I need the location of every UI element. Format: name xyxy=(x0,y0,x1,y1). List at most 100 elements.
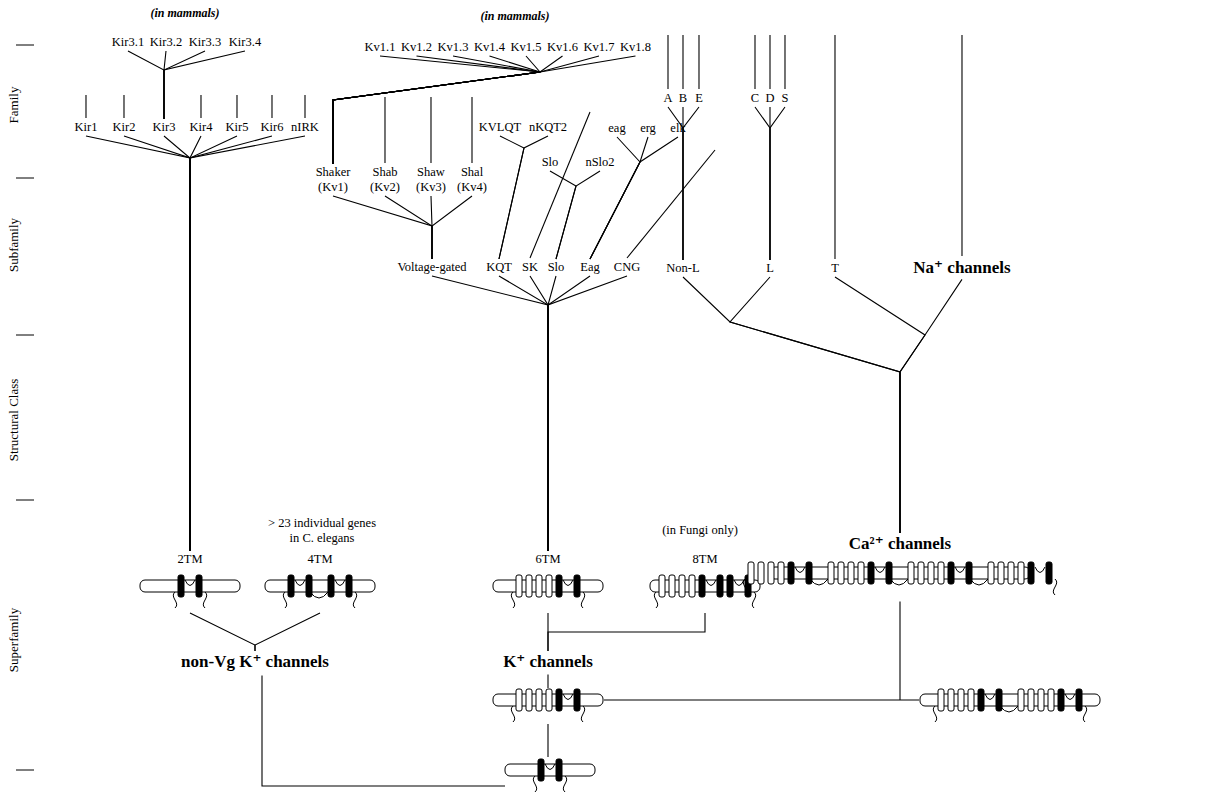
transmembrane-segment xyxy=(748,562,754,584)
tree-line xyxy=(385,196,432,259)
node-text: Kv1.4 xyxy=(474,40,505,55)
node-text: Kv1.3 xyxy=(438,40,469,55)
tree-line xyxy=(548,276,590,551)
transmembrane-segment xyxy=(948,689,954,711)
node-text: Ca²⁺ channels xyxy=(849,534,951,554)
gene-family-label: non-Vg K⁺ channels xyxy=(181,652,329,672)
node-text: T xyxy=(831,261,839,276)
terminal-tail xyxy=(1083,706,1086,722)
tree-line xyxy=(430,97,431,163)
gene-family-label: C xyxy=(751,91,759,106)
tree-line xyxy=(333,56,540,164)
annotation-label: in C. elegans xyxy=(290,531,355,546)
pore-loop xyxy=(335,580,345,586)
transmembrane-segment xyxy=(516,575,522,597)
tree-line xyxy=(682,35,683,89)
tree-line xyxy=(333,56,563,164)
node-text: Shab (Kv2) xyxy=(370,165,400,195)
tree-line xyxy=(548,276,556,551)
transmembrane-segment xyxy=(1028,562,1034,584)
pore-loop xyxy=(734,580,744,586)
transmembrane-segment xyxy=(516,689,522,711)
node-text: eag xyxy=(608,121,625,136)
tree-line xyxy=(432,196,472,259)
terminal-tail xyxy=(283,592,286,608)
gene-family-label: nKQT2 xyxy=(529,120,567,135)
gene-family-label: Non-L xyxy=(666,261,699,276)
node-text: D xyxy=(765,91,774,106)
gene-family-label: B xyxy=(679,91,687,106)
transmembrane-segment xyxy=(659,575,665,597)
transmembrane-segment xyxy=(556,689,562,711)
gene-family-label: Kv1.7 xyxy=(584,40,615,55)
tree-line xyxy=(755,107,770,260)
node-text: Non-L xyxy=(666,261,699,276)
transmembrane-segment xyxy=(556,575,562,597)
gene-family-label: KQT xyxy=(486,260,512,275)
tree-line xyxy=(471,97,472,163)
pore-loop xyxy=(955,567,965,573)
transmembrane-segment xyxy=(1076,689,1082,711)
axis-label: Family xyxy=(6,87,22,124)
gene-family-label: A xyxy=(663,91,672,106)
tree-line xyxy=(190,613,255,651)
transmembrane-segment xyxy=(958,689,964,711)
tree-line xyxy=(123,95,124,118)
pore-loop xyxy=(563,580,573,586)
transmembrane-segment xyxy=(727,575,733,597)
superfamily-k-icon xyxy=(493,689,603,722)
node-text: Kir3.3 xyxy=(189,35,221,50)
gene-family-label: Kir3.3 xyxy=(189,35,221,50)
tree-line xyxy=(190,136,201,551)
node-text: Kir4 xyxy=(190,120,213,135)
tree-line xyxy=(550,171,576,259)
tree-line xyxy=(304,95,305,118)
gene-family-label: eag xyxy=(608,121,625,136)
transmembrane-segment xyxy=(669,575,675,597)
tree-line xyxy=(333,56,540,164)
channel-class: Ca²⁺ channels xyxy=(762,534,1038,599)
gene-family-label: Na⁺ channels xyxy=(913,258,1010,278)
tree-line xyxy=(604,699,919,700)
tree-line xyxy=(164,51,245,119)
node-text: Eag xyxy=(580,260,599,275)
gene-family-label: erg xyxy=(640,121,656,136)
tree-line xyxy=(627,150,715,258)
node-text: KQT xyxy=(486,260,512,275)
tree-line xyxy=(899,601,900,700)
tree-line xyxy=(333,56,540,164)
pore-loop xyxy=(563,694,573,700)
transmembrane-segment xyxy=(196,575,202,597)
domain-linker xyxy=(310,592,328,598)
root-2tm-icon xyxy=(505,759,595,792)
transmembrane-segment xyxy=(346,575,352,597)
tree-line xyxy=(835,277,925,533)
channel-topology-icon xyxy=(762,559,1038,599)
transmembrane-segment xyxy=(1018,562,1024,584)
transmembrane-segment xyxy=(928,562,934,584)
node-text: S xyxy=(782,91,789,106)
axis-tick xyxy=(16,178,34,179)
node-text: E xyxy=(695,91,703,106)
tree-line xyxy=(236,95,237,118)
tree-line xyxy=(190,136,305,551)
tree-line xyxy=(499,276,548,551)
node-text: Slo xyxy=(548,260,565,275)
transmembrane-segment xyxy=(978,689,984,711)
transmembrane-segment xyxy=(526,689,532,711)
terminal-tail xyxy=(654,592,657,608)
tree-line xyxy=(271,95,272,118)
transmembrane-segment xyxy=(536,575,542,597)
membrane-band xyxy=(265,580,375,592)
transmembrane-segment xyxy=(758,562,764,584)
pore-loop xyxy=(875,567,885,573)
transmembrane-segment xyxy=(556,759,562,781)
pore-loop xyxy=(1065,694,1075,700)
gene-family-label: KVLQT xyxy=(479,120,521,135)
node-text: Kir3.2 xyxy=(150,35,182,50)
gene-family-label: Shaw (Kv3) xyxy=(416,165,446,195)
gene-family-label: Kir2 xyxy=(113,120,136,135)
node-text: Kv1.7 xyxy=(584,40,615,55)
tree-line xyxy=(961,35,962,256)
